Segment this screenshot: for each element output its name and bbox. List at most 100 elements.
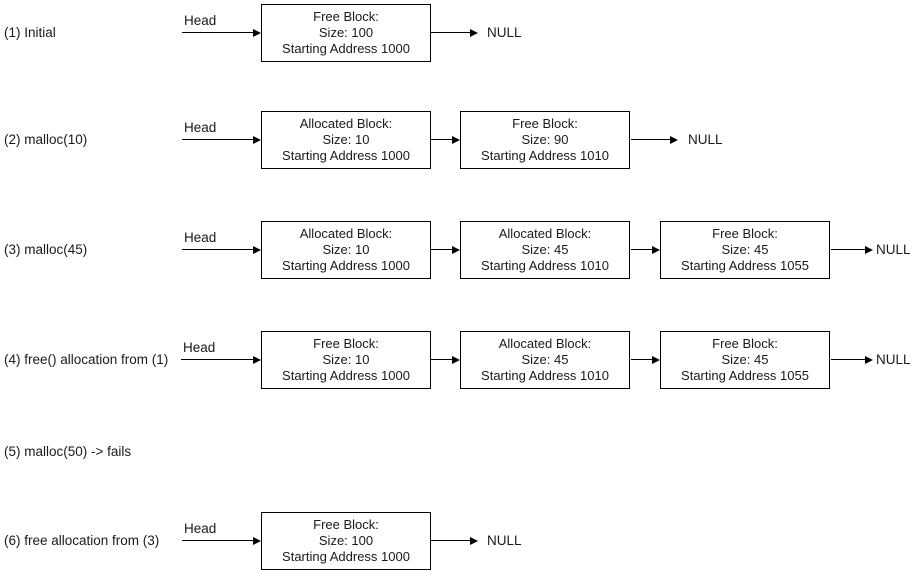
next-pointer-arrow <box>431 356 460 364</box>
null-pointer-arrow <box>431 537 478 545</box>
block-line2: Size: 45 <box>721 242 769 257</box>
arrow-shaft <box>182 32 254 33</box>
head-pointer-arrow: Head <box>182 13 261 37</box>
head-label: Head <box>184 120 217 135</box>
next-pointer-arrow <box>431 136 460 144</box>
block-line2: Size: 10 <box>322 352 370 367</box>
step-label: (3) malloc(45) <box>4 242 88 257</box>
arrow-head-icon <box>253 537 261 545</box>
arrow-head-icon <box>253 29 261 37</box>
arrow-shaft <box>631 139 671 140</box>
arrow-shaft <box>182 249 254 250</box>
step-label: (4) free() allocation from (1) <box>4 352 169 367</box>
arrow-head-icon <box>470 537 478 545</box>
null-pointer-arrow <box>431 29 478 37</box>
arrow-head-icon <box>452 246 460 254</box>
null-pointer-arrow <box>831 356 873 364</box>
block-line1: Free Block: <box>313 9 379 24</box>
arrow-head-icon <box>652 246 660 254</box>
arrow-head-icon <box>865 356 873 364</box>
head-pointer-arrow: Head <box>182 120 261 144</box>
block-line2: Size: 45 <box>721 352 769 367</box>
arrow-shaft <box>431 359 453 360</box>
block-line3: Starting Address 1000 <box>282 258 410 273</box>
arrow-shaft <box>431 540 471 541</box>
null-pointer-arrow <box>631 136 678 144</box>
step-label: (5) malloc(50) -> fails <box>4 444 132 459</box>
block-line3: Starting Address 1000 <box>282 368 410 383</box>
block-line1: Allocated Block: <box>498 226 592 241</box>
head-label: Head <box>184 521 217 536</box>
block-line1: Allocated Block: <box>299 226 393 241</box>
null-terminator-label: NULL <box>876 242 911 257</box>
block-line3: Starting Address 1010 <box>481 258 609 273</box>
block-line3: Starting Address 1010 <box>481 368 609 383</box>
arrow-shaft <box>631 249 653 250</box>
next-pointer-arrow <box>431 246 460 254</box>
null-pointer-arrow <box>831 246 873 254</box>
block-line3: Starting Address 1010 <box>481 148 609 163</box>
block-line3: Starting Address 1000 <box>282 148 410 163</box>
block-line3: Starting Address 1055 <box>681 368 809 383</box>
arrow-head-icon <box>470 29 478 37</box>
block-line2: Size: 100 <box>318 25 374 40</box>
arrow-head-icon <box>253 246 261 254</box>
null-terminator-label: NULL <box>688 132 723 147</box>
arrow-shaft <box>431 139 453 140</box>
head-pointer-arrow: Head <box>182 521 261 545</box>
block-line2: Size: 45 <box>521 352 569 367</box>
arrow-head-icon <box>652 356 660 364</box>
block-line1: Free Block: <box>313 517 379 532</box>
block-line1: Allocated Block: <box>498 336 592 351</box>
block-line3: Starting Address 1055 <box>681 258 809 273</box>
block-line3: Starting Address 1000 <box>282 549 410 564</box>
block-line1: Allocated Block: <box>299 116 393 131</box>
block-line2: Size: 90 <box>521 132 569 147</box>
step-label: (1) Initial <box>4 25 56 40</box>
block-line2: Size: 10 <box>322 132 370 147</box>
arrow-head-icon <box>670 136 678 144</box>
head-pointer-arrow: Head <box>181 340 261 364</box>
block-line3: Starting Address 1000 <box>282 41 410 56</box>
arrow-shaft <box>631 359 653 360</box>
next-pointer-arrow <box>631 356 660 364</box>
block-line1: Free Block: <box>712 226 778 241</box>
block-line1: Free Block: <box>313 336 379 351</box>
arrow-shaft <box>831 249 866 250</box>
head-label: Head <box>184 13 217 28</box>
arrow-head-icon <box>865 246 873 254</box>
block-line1: Free Block: <box>512 116 578 131</box>
block-line2: Size: 100 <box>318 533 374 548</box>
null-terminator-label: NULL <box>487 25 522 40</box>
head-label: Head <box>183 340 216 355</box>
head-pointer-arrow: Head <box>182 230 261 254</box>
arrow-head-icon <box>253 136 261 144</box>
arrow-shaft <box>431 32 471 33</box>
arrow-shaft <box>182 139 254 140</box>
null-terminator-label: NULL <box>876 352 911 367</box>
arrow-head-icon <box>452 136 460 144</box>
step-label: (2) malloc(10) <box>4 132 88 147</box>
head-label: Head <box>184 230 217 245</box>
arrow-shaft <box>182 540 254 541</box>
null-terminator-label: NULL <box>487 533 522 548</box>
arrow-shaft <box>831 359 866 360</box>
arrow-head-icon <box>253 356 261 364</box>
next-pointer-arrow <box>631 246 660 254</box>
arrow-shaft <box>181 359 254 360</box>
arrow-head-icon <box>452 356 460 364</box>
arrow-shaft <box>431 249 453 250</box>
block-line2: Size: 10 <box>322 242 370 257</box>
block-line1: Free Block: <box>712 336 778 351</box>
